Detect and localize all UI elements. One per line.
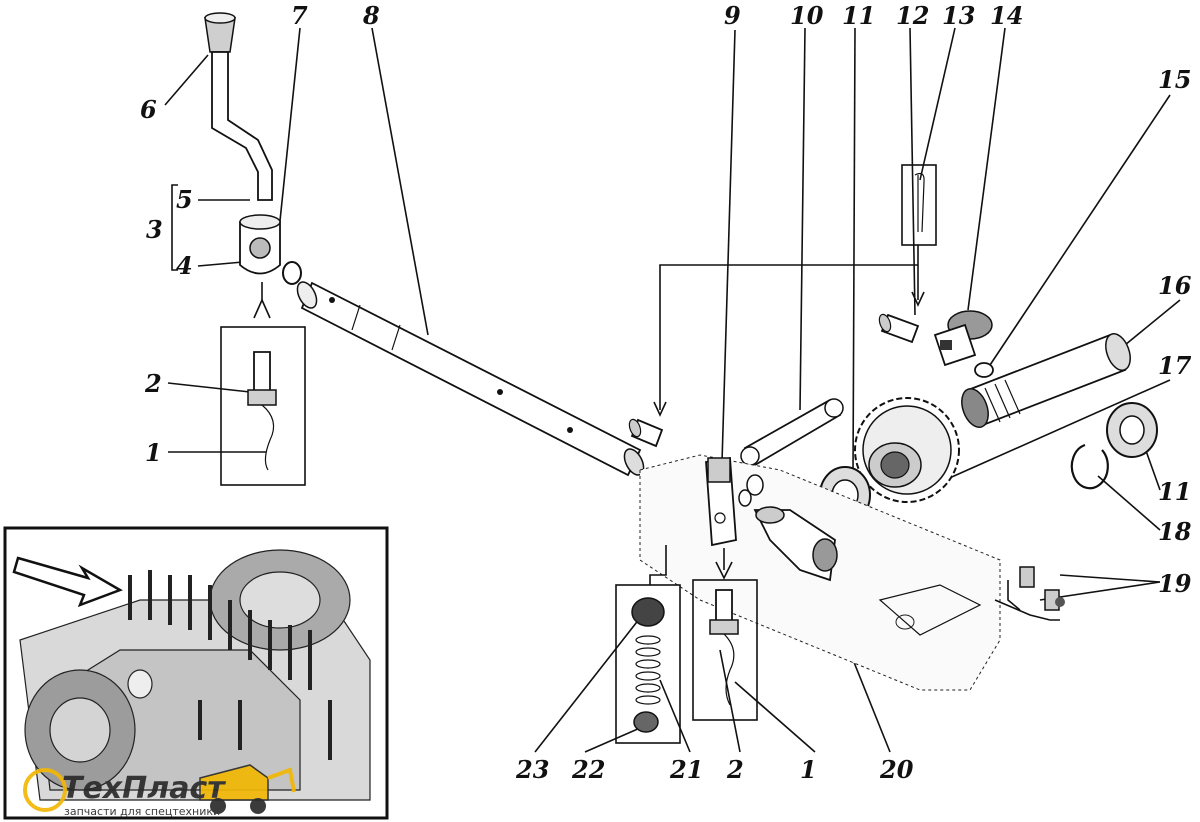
pin-small	[628, 418, 664, 448]
snap-ring-18	[1070, 443, 1109, 490]
split-pin-callout	[653, 164, 937, 417]
callout-14: 14	[990, 1, 1023, 30]
washer-15	[974, 362, 994, 378]
leader-lines	[164, 27, 1181, 753]
callout-13: 13	[942, 1, 975, 30]
sensor-frame-right	[692, 548, 758, 721]
callout-10: 10	[790, 1, 824, 30]
callout-20: 20	[879, 755, 914, 784]
inset-pointer-arrow	[12, 556, 123, 608]
callout-4: 4	[176, 251, 193, 280]
main-shaft-8	[296, 281, 645, 477]
shift-lever-9	[705, 456, 737, 547]
shift-fork-20	[753, 506, 838, 582]
link-rod-10	[740, 398, 844, 467]
callout-1-bottom: 1	[800, 755, 817, 784]
callout-9: 9	[724, 1, 741, 30]
logo-tagline: запчасти для спецтехники	[64, 805, 220, 818]
callout-11-top: 11	[842, 1, 875, 30]
bearing-11-right	[1106, 402, 1158, 458]
callout-11-right: 11	[1158, 477, 1191, 506]
techplast-logo: ТехПласт запчасти для спецтехники	[23, 764, 296, 818]
gear-lever-assembly	[204, 12, 302, 285]
callout-12: 12	[896, 1, 929, 30]
callout-23: 23	[515, 755, 549, 784]
callout-15: 15	[1158, 65, 1191, 94]
callout-5: 5	[176, 185, 193, 214]
callout-17: 17	[1158, 351, 1192, 380]
callout-3: 3	[146, 215, 163, 244]
callout-7: 7	[291, 1, 308, 30]
pin-12	[878, 313, 920, 344]
gear-17	[854, 397, 960, 503]
sensor-frame-left	[220, 282, 306, 486]
logo-name: ТехПласт	[62, 771, 226, 806]
splined-shaft-16	[961, 333, 1131, 428]
callout-16: 16	[1158, 271, 1192, 300]
callout-1-left: 1	[145, 438, 162, 467]
washer-small-2	[738, 489, 752, 507]
callout-21: 21	[669, 755, 703, 784]
loader-logo-icon	[23, 764, 296, 814]
inset-bolt-cluster	[128, 570, 332, 760]
washer-small	[746, 474, 764, 496]
callout-labels: 6 7 8 9 10 11 12 13 14 5 3 4 15 16 17 2 …	[140, 1, 1192, 784]
callout-19: 19	[1158, 569, 1192, 598]
callout-2-left: 2	[144, 369, 162, 398]
clips-19	[994, 566, 1065, 621]
callout-22: 22	[571, 755, 605, 784]
part-14	[933, 310, 993, 367]
bracket-3	[171, 184, 178, 271]
callout-18: 18	[1158, 517, 1192, 546]
inset-photo-panel	[3, 526, 389, 820]
spring-plunger-frame	[615, 545, 681, 744]
callout-8: 8	[362, 1, 380, 30]
callout-6: 6	[140, 95, 157, 124]
callout-2-bottom: 2	[726, 755, 744, 784]
